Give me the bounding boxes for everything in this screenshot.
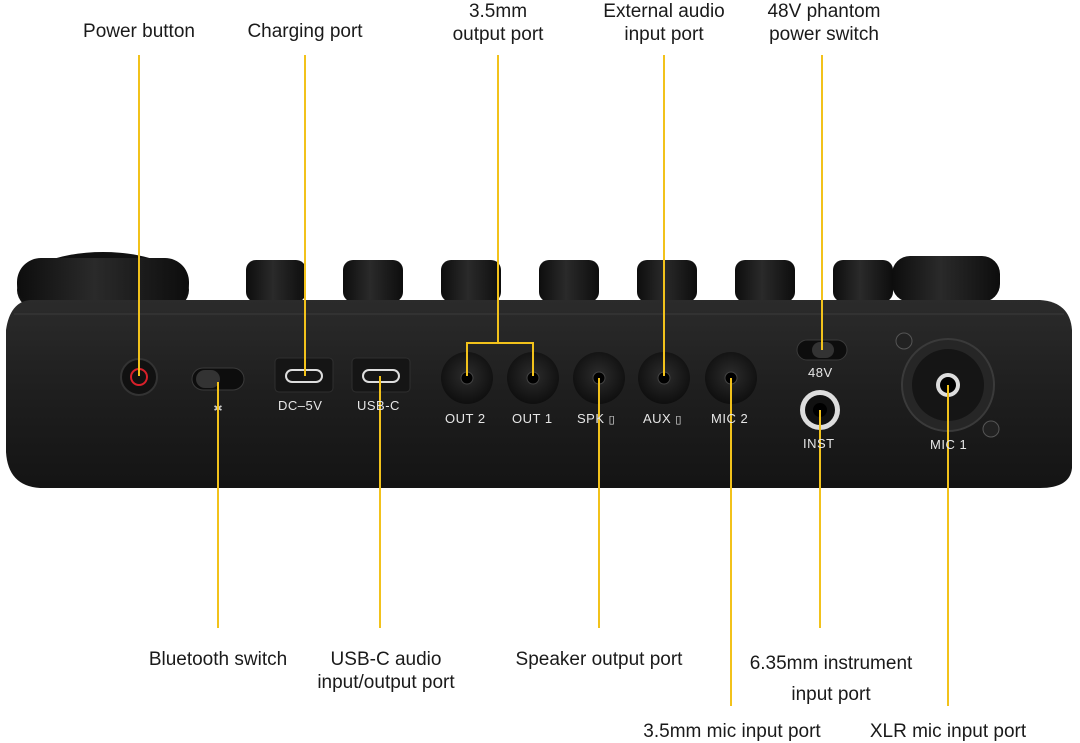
out2-label: OUT 2 — [445, 411, 486, 426]
jack-aux[interactable] — [638, 352, 690, 404]
callout-usbc-audio: USB-C audio input/output port — [317, 649, 455, 693]
usbc-port[interactable] — [351, 357, 411, 393]
callout-output-port: 3.5mm output port — [452, 1, 544, 45]
callout-charging-port: Charging port — [247, 21, 363, 42]
callout-external-audio: External audio input port — [603, 1, 725, 45]
jack-out1[interactable] — [507, 352, 559, 404]
callout-bluetooth-switch: Bluetooth switch — [148, 649, 288, 670]
callout-speaker-output: Speaker output port — [515, 649, 683, 670]
mic1-label: MIC 1 — [930, 437, 968, 452]
callout-phantom-switch: 48V phantom power switch — [767, 1, 881, 45]
callout-mic-input: 3.5mm mic input port — [643, 721, 821, 742]
spk-label: SPK ▯ — [577, 411, 616, 426]
phantom-label: 48V — [808, 365, 833, 380]
mic2-label: MIC 2 — [711, 411, 749, 426]
phone-icon: ▯ — [675, 414, 682, 426]
callout-power-button: Power button — [83, 21, 195, 42]
inst-label: INST — [803, 436, 835, 451]
dc-label: DC–5V — [278, 398, 323, 413]
usbc-label: USB-C — [357, 398, 400, 413]
leader-lines — [138, 55, 949, 706]
aux-label: AUX ▯ — [643, 411, 682, 426]
jack-out2[interactable] — [441, 352, 493, 404]
callout-xlr-input: XLR mic input port — [869, 721, 1027, 742]
out1-label: OUT 1 — [512, 411, 553, 426]
callout-instrument-input: 6.35mm instrument input port — [749, 653, 913, 705]
speaker-icon: ▯ — [608, 414, 616, 426]
